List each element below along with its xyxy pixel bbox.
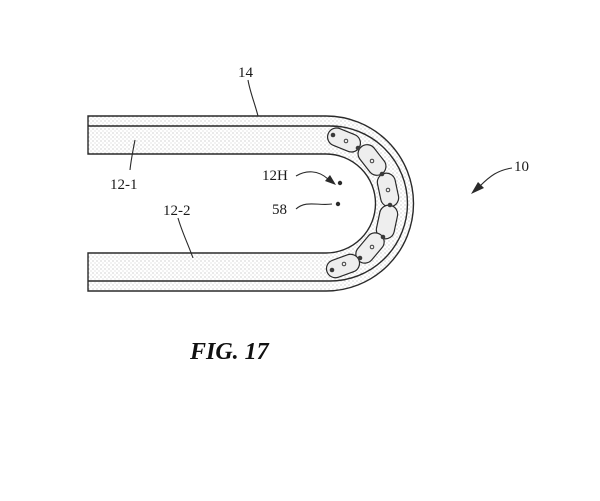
pivot-pin [380, 172, 385, 177]
arrowhead-12h [325, 175, 336, 185]
label-cover-layer: 14 [238, 65, 254, 81]
figure-caption: FIG. 17 [189, 339, 270, 365]
label-upper-portion: 12-1 [110, 177, 138, 193]
pivot-pin [331, 133, 336, 138]
link-reference-point [336, 202, 340, 206]
leader-line-58 [296, 204, 332, 209]
pivot-pin [330, 268, 335, 273]
label-hinge: 12H [262, 168, 288, 184]
label-device: 10 [514, 159, 529, 175]
flexible-cover-layer [88, 116, 414, 291]
pivot-pin [388, 203, 393, 208]
leader-line-10 [480, 168, 512, 186]
pivot-pin [356, 146, 361, 151]
leader-line-12-2 [178, 218, 193, 258]
pivot-pin [381, 235, 386, 240]
leader-line-12h [296, 172, 328, 179]
hinge-axis-point [338, 181, 342, 185]
leader-line-14 [248, 80, 258, 116]
label-lower-portion: 12-2 [163, 203, 191, 219]
pivot-pin [358, 256, 363, 261]
label-links: 58 [272, 202, 287, 218]
